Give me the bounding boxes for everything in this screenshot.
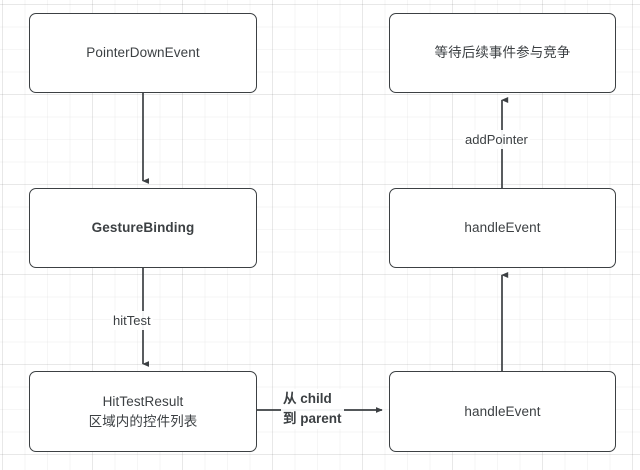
edge-label-child-to-parent: 从 child 到 parent xyxy=(281,389,344,429)
node-pointer-down-event[interactable]: PointerDownEvent xyxy=(29,13,257,93)
node-wait-for-competition[interactable]: 等待后续事件参与竞争 xyxy=(389,13,616,93)
node-handle-event-middle[interactable]: handleEvent xyxy=(389,188,616,268)
node-label-pointer-down-event: PointerDownEvent xyxy=(86,45,200,60)
node-hit-test-result[interactable]: HitTestResult 区域内的控件列表 xyxy=(29,371,257,452)
node-label-hit-test-result: HitTestResult 区域内的控件列表 xyxy=(88,393,198,429)
edge-label-hit-test: hitTest xyxy=(111,311,153,330)
edge-label-add-pointer: addPointer xyxy=(463,130,530,149)
node-gesture-binding[interactable]: GestureBinding xyxy=(29,188,257,268)
node-label-handle-event-middle: handleEvent xyxy=(464,220,541,235)
node-label-handle-event-bottom: handleEvent xyxy=(464,403,541,419)
node-label-wait-for-competition: 等待后续事件参与竞争 xyxy=(434,45,571,60)
node-handle-event-bottom[interactable]: handleEvent xyxy=(389,371,616,452)
node-label-gesture-binding: GestureBinding xyxy=(91,220,195,235)
